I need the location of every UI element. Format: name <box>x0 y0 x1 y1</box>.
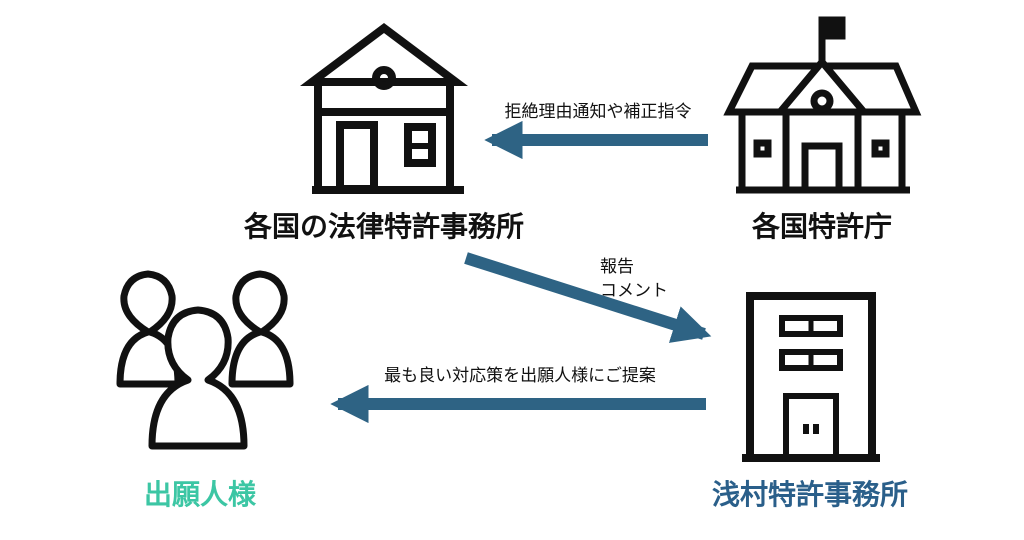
edge-label-asamura-to-applicant: 最も良い対応策を出願人様にご提案 <box>384 366 656 386</box>
edge-label-report-line2: コメント <box>600 281 668 301</box>
arrow-law-firm-to-asamura <box>464 252 712 343</box>
node-label-asamura-firm: 浅村特許事務所 <box>712 478 908 511</box>
node-label-foreign-law-firm: 各国の法律特許事務所 <box>243 210 524 243</box>
edge-label-office-to-law-firm: 拒絶理由通知や補正指令 <box>505 102 692 122</box>
node-label-applicant: 出願人様 <box>144 478 257 511</box>
people-group-icon <box>116 270 294 450</box>
office-building-icon <box>742 292 880 462</box>
edge-label-report-line1: 報告 <box>600 257 634 277</box>
house-icon <box>300 23 468 194</box>
government-building-icon <box>723 16 922 194</box>
node-label-foreign-patent-office: 各国特許庁 <box>751 210 892 243</box>
